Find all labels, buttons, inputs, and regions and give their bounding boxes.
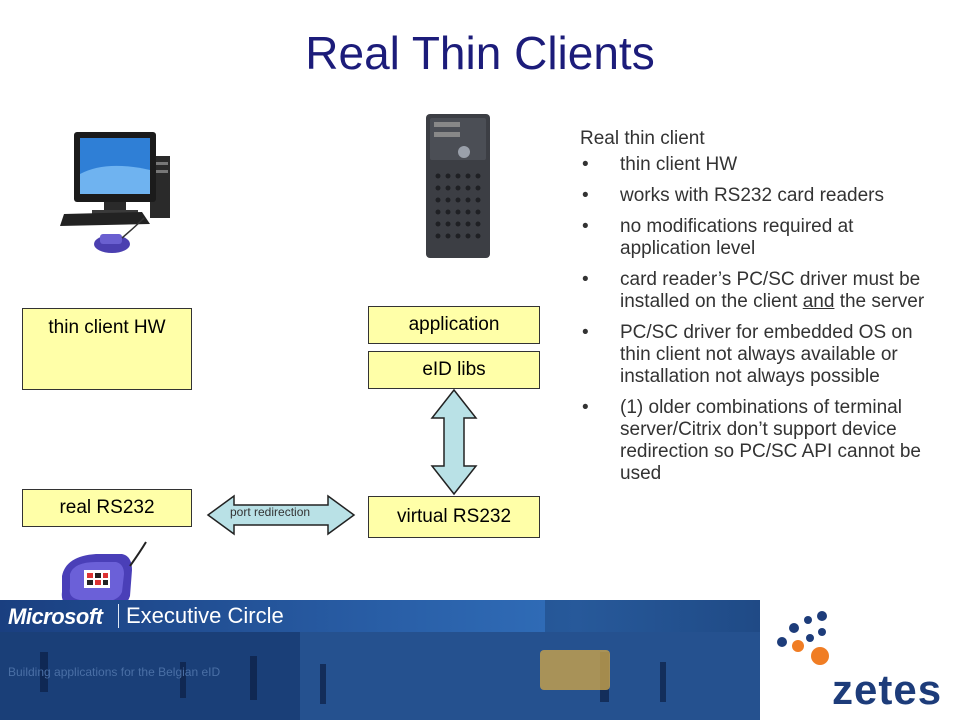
bullet-text-underlined: and bbox=[802, 291, 835, 312]
application-label: application bbox=[408, 314, 500, 335]
bullet-item: works with RS232 card readers bbox=[580, 185, 940, 207]
thin-client-hw-box: thin client HW bbox=[22, 308, 192, 390]
virtual-rs232-label: virtual RS232 bbox=[396, 506, 512, 527]
bullet-item: card reader’s PC/SC driver must be insta… bbox=[580, 269, 940, 313]
real-rs232-box: real RS232 bbox=[22, 489, 192, 527]
bullet-item: PC/SC driver for embedded OS on thin cli… bbox=[580, 322, 940, 388]
eid-libs-label: eID libs bbox=[422, 359, 486, 380]
microsoft-logo: Microsoft bbox=[8, 604, 103, 629]
executive-circle-bar: Microsoft Executive Circle bbox=[0, 600, 545, 632]
thin-client-hw-label: thin client HW bbox=[48, 317, 166, 338]
bullet-list: thin client HW works with RS232 card rea… bbox=[580, 154, 940, 485]
footer-subtitle: Building applications for the Belgian eI… bbox=[8, 665, 221, 679]
zetes-dots-logo bbox=[777, 611, 829, 665]
zetes-panel bbox=[760, 600, 960, 720]
logo-separator bbox=[118, 604, 119, 628]
eid-libs-box: eID libs bbox=[368, 351, 540, 389]
port-redirection-arrow bbox=[206, 494, 356, 536]
real-rs232-label: real RS232 bbox=[59, 497, 155, 518]
vertical-double-arrow bbox=[430, 388, 478, 496]
footer-photo-backdrop bbox=[0, 632, 760, 720]
bullet-text: card reader’s PC/SC driver must be insta… bbox=[620, 269, 921, 312]
bullet-heading: Real thin client bbox=[580, 128, 705, 149]
bullet-item: (1) older combinations of terminal serve… bbox=[580, 397, 940, 485]
virtual-rs232-box: virtual RS232 bbox=[368, 496, 540, 538]
server-tower-icon bbox=[426, 114, 490, 258]
port-redirection-label: port redirection bbox=[230, 505, 311, 519]
zetes-logo-text: zetes bbox=[832, 666, 943, 713]
bullet-text: the server bbox=[834, 291, 925, 312]
bullet-panel: Real thin client thin client HW works wi… bbox=[580, 128, 940, 494]
bullet-item: thin client HW bbox=[580, 154, 940, 176]
desktop-pc-icon bbox=[56, 126, 178, 260]
bullet-item: no modifications required at application… bbox=[580, 216, 940, 260]
slide-title: Real Thin Clients bbox=[305, 27, 655, 79]
executive-circle-label: Executive Circle bbox=[126, 603, 284, 628]
application-box: application bbox=[368, 306, 540, 344]
